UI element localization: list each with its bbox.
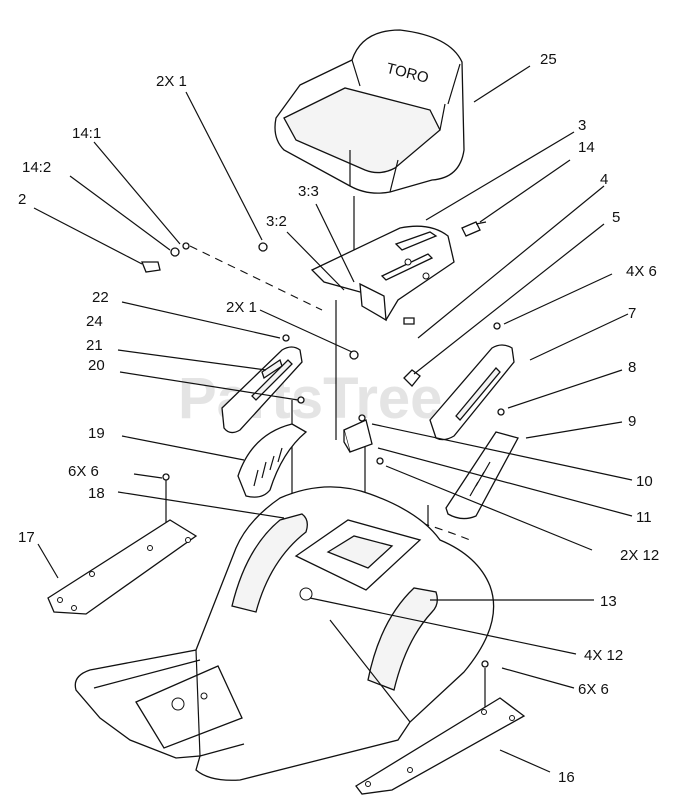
fender-pad-right[interactable] [429, 344, 515, 441]
watermark: PartsTree [178, 366, 442, 431]
callout-13: 13 [600, 593, 617, 610]
callout-3-3: 3:3 [298, 183, 319, 200]
callout-2x1-top: 2X 1 [156, 73, 187, 90]
callout-8: 8 [628, 359, 636, 376]
callout-4x6: 4X 6 [626, 263, 657, 280]
callout-25: 25 [540, 51, 557, 68]
callout-2: 2 [18, 191, 26, 208]
callout-9: 9 [628, 413, 636, 430]
callout-4: 4 [600, 171, 608, 188]
seat[interactable]: TORO [274, 29, 465, 194]
callout-7: 7 [628, 305, 636, 322]
callout-2x12: 2X 12 [620, 547, 659, 564]
knob-14[interactable] [461, 221, 487, 237]
callout-20: 20 [88, 357, 105, 374]
seat-pan[interactable] [310, 225, 455, 322]
callout-14-2: 14:2 [22, 159, 51, 176]
fender-body [74, 486, 495, 781]
callout-14: 14 [578, 139, 595, 156]
callout-16: 16 [558, 769, 575, 786]
callout-3: 3 [578, 117, 586, 134]
fender-pad-left[interactable] [221, 346, 303, 434]
footrest-left[interactable] [237, 423, 308, 498]
callout-2x1-mid: 2X 1 [226, 299, 257, 316]
callout-17: 17 [18, 529, 35, 546]
callout-22: 22 [92, 289, 109, 306]
callout-19: 19 [88, 425, 105, 442]
side-panel-left[interactable] [47, 519, 198, 615]
callout-24: 24 [86, 313, 103, 330]
callout-11: 11 [636, 509, 652, 526]
callout-6x6-left: 6X 6 [68, 463, 99, 480]
callout-3-2: 3:2 [266, 213, 287, 230]
callout-18: 18 [88, 485, 105, 502]
callout-10: 10 [636, 473, 653, 490]
callout-4x12: 4X 12 [584, 647, 623, 664]
callout-5: 5 [612, 209, 620, 226]
leader-lines [33, 65, 633, 773]
callout-21: 21 [86, 337, 103, 354]
hardware [141, 242, 505, 668]
callout-6x6-right: 6X 6 [578, 681, 609, 698]
callout-14-1: 14:1 [72, 125, 101, 142]
callout-labels: 25 3 14 4 5 2X 1 14:1 14:2 2 3:3 3:2 2X … [18, 51, 659, 786]
seat-bracket[interactable] [343, 419, 373, 453]
side-panel-right[interactable] [355, 697, 526, 795]
